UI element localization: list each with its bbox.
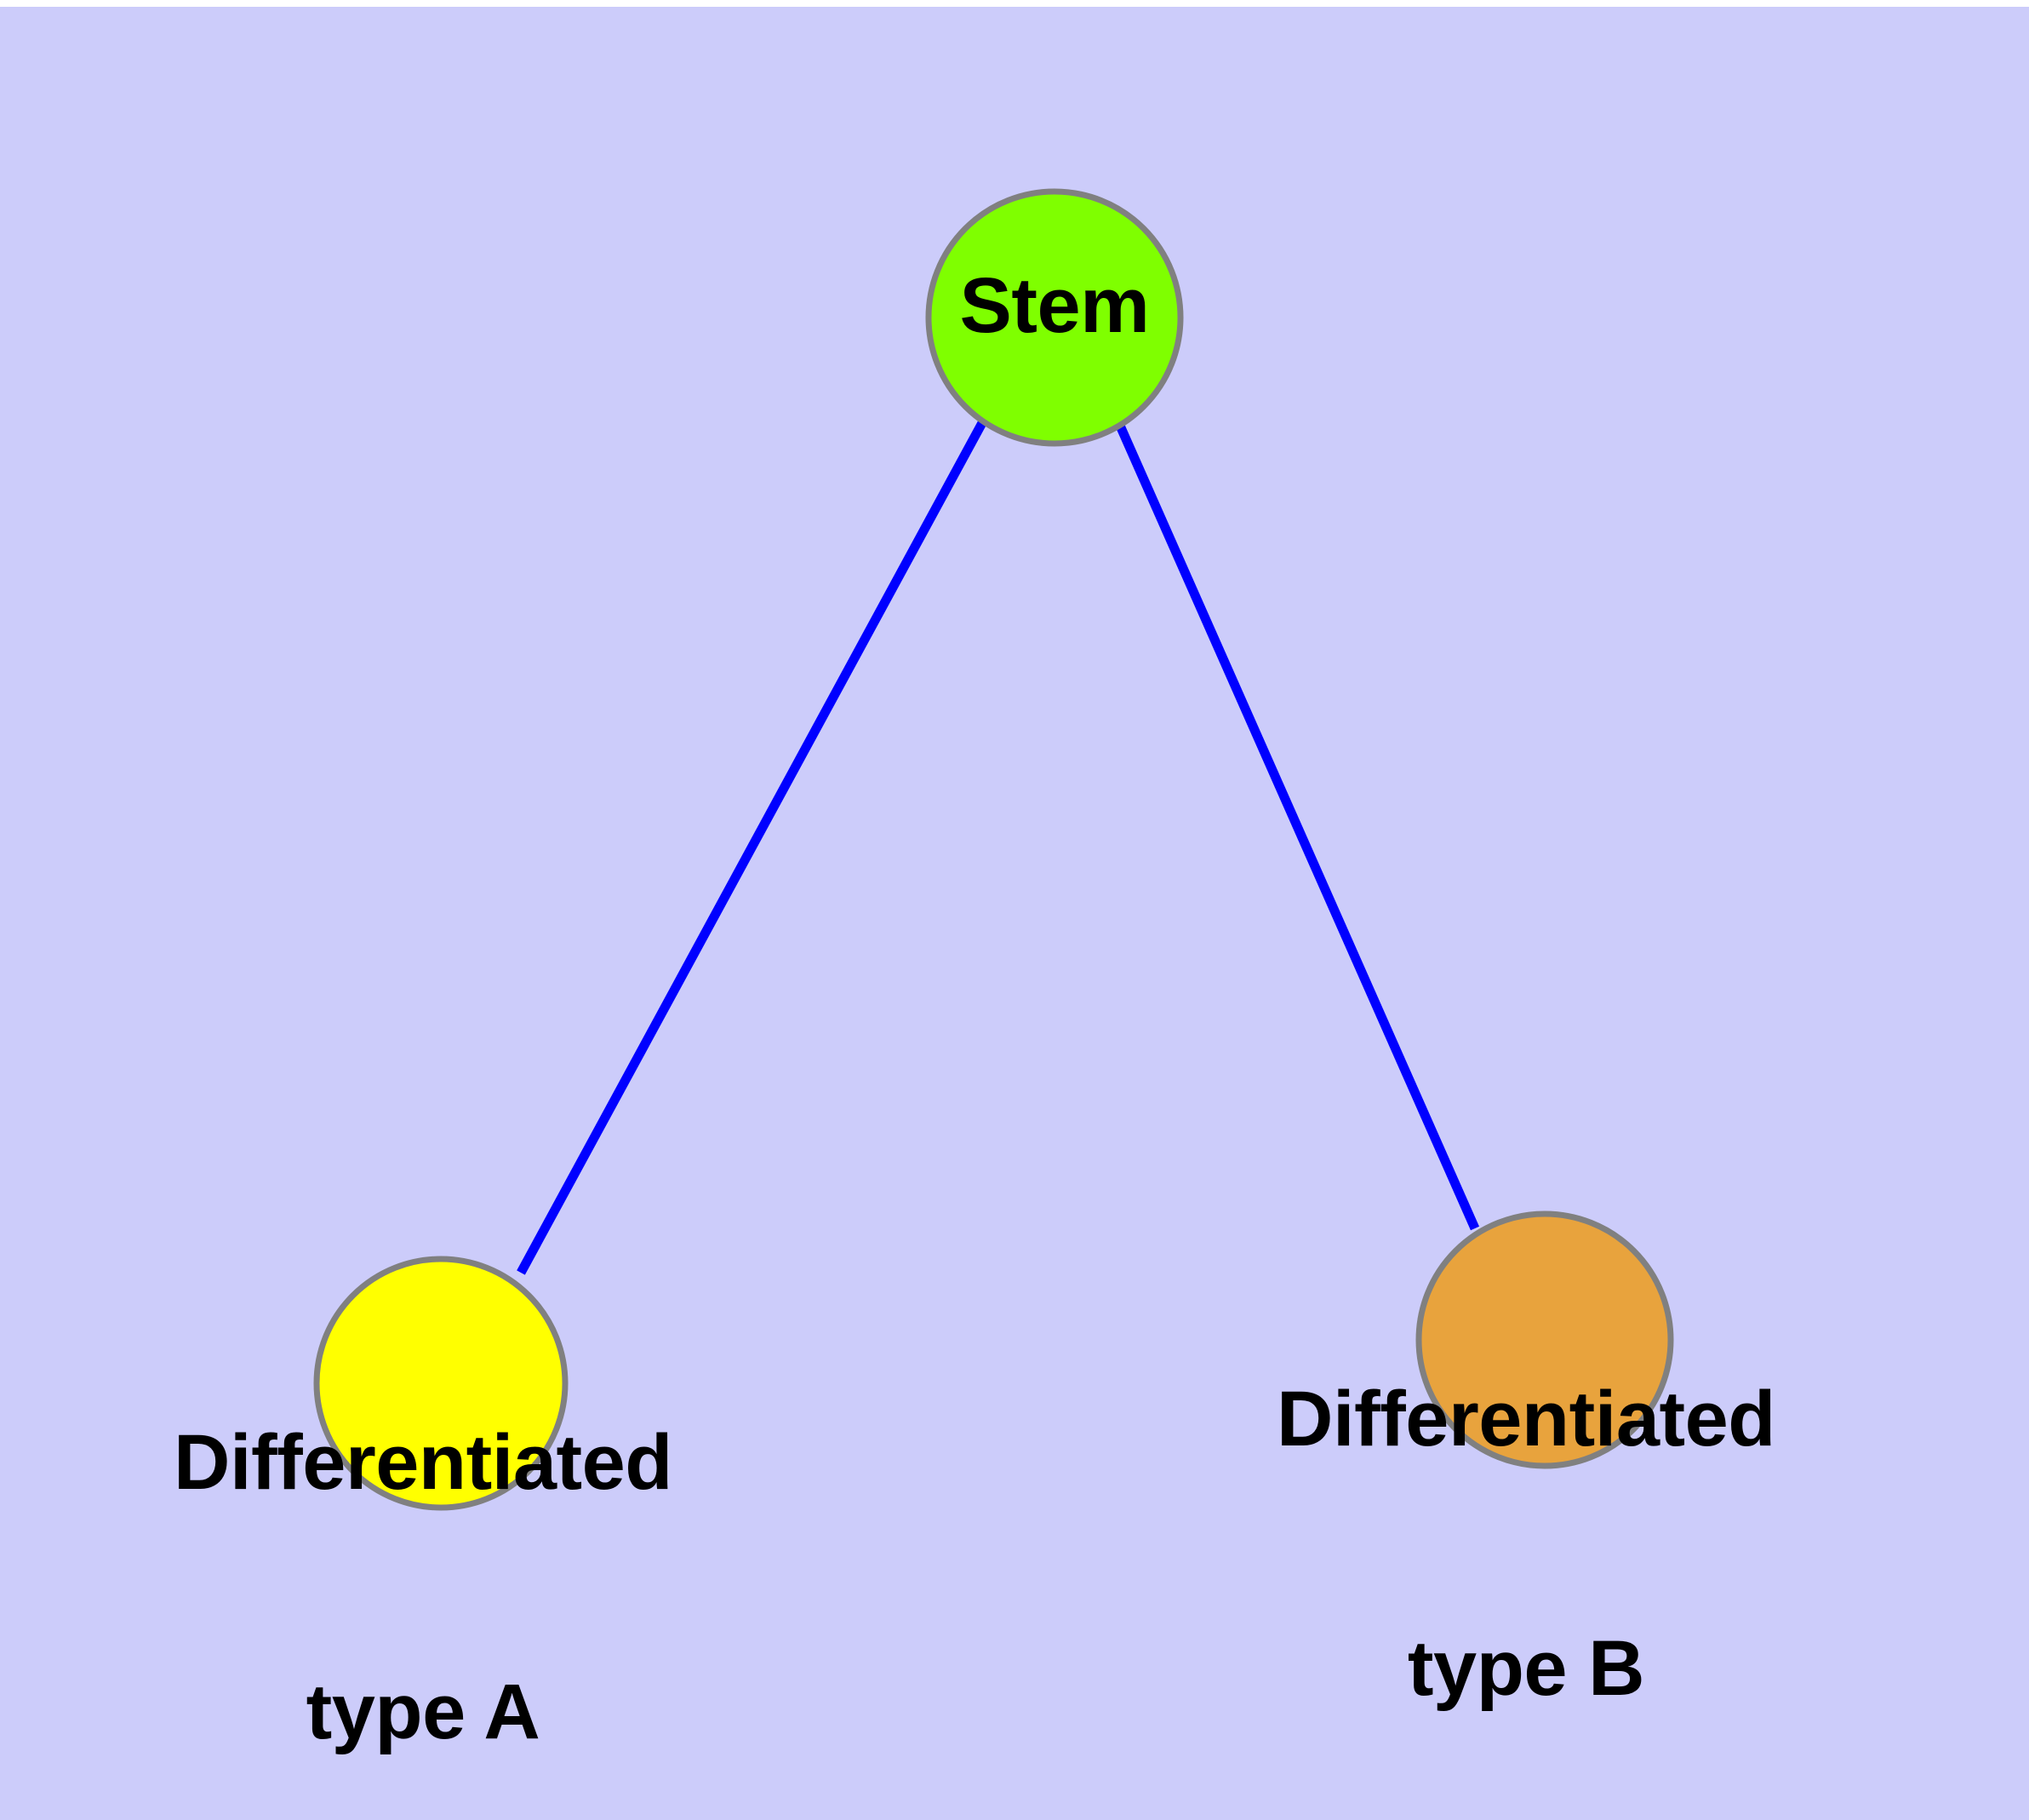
node-stem-circle[interactable] bbox=[925, 188, 1184, 447]
edge-layer bbox=[517, 419, 1480, 1275]
edge-stem-to-diff-b bbox=[1115, 423, 1480, 1231]
node-layer bbox=[313, 188, 1674, 1511]
edge-stem-to-diff-a bbox=[517, 419, 987, 1275]
node-diff-b-circle[interactable] bbox=[1415, 1210, 1674, 1469]
node-diff-a-circle[interactable] bbox=[313, 1256, 569, 1511]
